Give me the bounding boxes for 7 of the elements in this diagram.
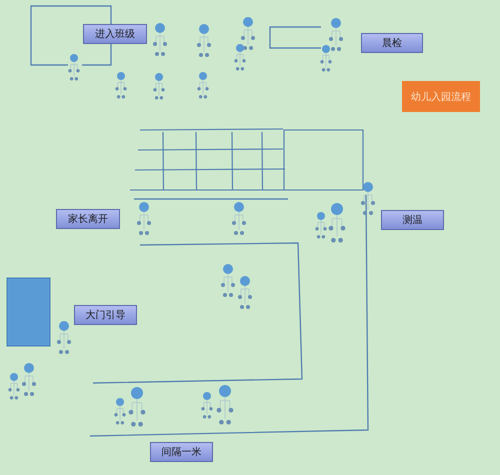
label-box: 测温 <box>381 210 444 230</box>
label-box: 大门引导 <box>74 305 137 325</box>
label-box: 进入班级 <box>83 24 147 44</box>
title-box: 幼儿入园流程 <box>402 81 480 112</box>
label-box: 间隔一米 <box>150 442 213 462</box>
label-box: 家长离开 <box>56 209 120 229</box>
label-box: 晨检 <box>361 33 423 53</box>
